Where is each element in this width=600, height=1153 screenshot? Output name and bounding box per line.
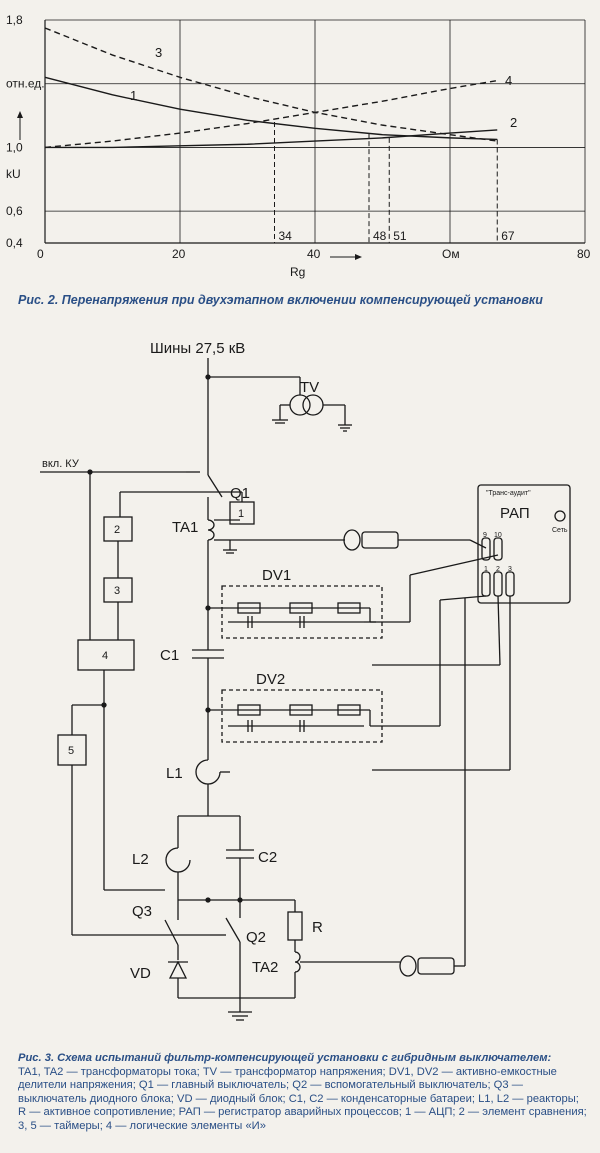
block-3-label: 3	[114, 585, 120, 597]
rap-input-3-label: 3	[508, 566, 512, 573]
ta1-label: TA1	[172, 519, 198, 536]
vd-label: VD	[130, 965, 151, 982]
q1-label: Q1	[230, 485, 250, 502]
voltage-divider-dv1	[221, 585, 383, 639]
x-tick-label-1: 20	[172, 247, 186, 261]
chart-grid	[44, 19, 586, 244]
x-tick-label-2: 40	[307, 247, 321, 261]
resistor-r	[287, 911, 303, 941]
rap-input-10	[493, 537, 503, 561]
diode-switch-q3	[164, 919, 179, 960]
r-label: R	[312, 919, 323, 936]
block-4-label: 4	[102, 650, 108, 662]
series-line-3	[44, 27, 498, 142]
dv1-label: DV1	[262, 567, 291, 584]
rap-brand: "Транс-аудит"	[486, 490, 531, 497]
rap-input-10-label: 10	[494, 532, 502, 539]
ta2-label: TA2	[252, 959, 278, 976]
c2-label: C2	[258, 849, 277, 866]
x-tick-label-0: 0	[37, 247, 44, 261]
chart-axes	[17, 20, 585, 260]
block-1-label: 1	[238, 508, 244, 520]
y-tick-label-1: 0,6	[6, 204, 23, 218]
l2-label: L2	[132, 851, 149, 868]
c1-label: C1	[160, 647, 179, 664]
chart-tick-labels: 0 20 40 Ом 80 0,4 0,6 1,0 отн.ед. 1,8	[6, 13, 591, 261]
bus-label: Шины 27,5 кВ	[150, 340, 245, 357]
x-axis-label: Rg	[290, 265, 305, 279]
series-label-4: 4	[505, 73, 512, 88]
test-circuit-schematic: Шины 27,5 кВ TV Q1 вкл. КУ TA1 1 2	[40, 340, 571, 1021]
chart-series: 1 2 3 4	[44, 27, 517, 149]
rap-input-9-label: 9	[483, 532, 487, 539]
capacitor-c1	[192, 649, 224, 659]
ta2-clamp-probe	[300, 598, 466, 977]
figure-3-caption-body: TA1, TA2 — трансформаторы тока; TV — тра…	[18, 1065, 587, 1132]
l1-label: L1	[166, 765, 183, 782]
capacitor-c2	[226, 849, 254, 859]
y-tick-label-4: 1,8	[6, 13, 23, 27]
voltage-divider-dv2	[221, 689, 383, 743]
y-axis-label: kU	[6, 167, 21, 181]
y-arrow-head	[17, 111, 23, 118]
x-tick-label-4: 80	[577, 247, 591, 261]
reactor-l1	[195, 759, 230, 785]
current-transformer-ta1	[207, 519, 215, 541]
dv2-label: DV2	[256, 671, 285, 688]
ta1-clamp-probe	[230, 529, 487, 551]
annotation-label-34: 34	[279, 229, 293, 243]
series-label-1: 1	[130, 88, 137, 103]
reactor-l2	[165, 847, 191, 873]
y-tick-label-2: 1,0	[6, 140, 23, 154]
rap-input-2	[493, 571, 503, 597]
x-arrow-head	[355, 254, 362, 260]
aux-switch-q2	[210, 917, 241, 998]
annotation-label-67: 67	[501, 229, 515, 243]
rap-input-9	[481, 537, 491, 561]
tv-label: TV	[300, 379, 319, 396]
figure-3-caption: Рис. 3. Схема испытаний фильтр-компенсир…	[18, 1052, 590, 1134]
series-label-3: 3	[155, 45, 162, 60]
main-switch-q1	[186, 471, 223, 520]
q3-label: Q3	[132, 903, 152, 920]
figure-2-caption: Рис. 2. Перенапряжения при двухэтапном в…	[18, 293, 543, 307]
rap-input-3	[505, 571, 515, 597]
q2-label: Q2	[246, 929, 266, 946]
y-tick-label-0: 0,4	[6, 236, 23, 250]
diode-block-vd	[168, 960, 188, 979]
chart-annotations: 34 48 51 67	[274, 121, 515, 243]
block-5-label: 5	[68, 745, 74, 757]
y-tick-label-3: отн.ед.	[6, 77, 45, 91]
rap-input-1-label: 1	[484, 566, 488, 573]
annotation-label-51: 51	[393, 229, 407, 243]
recorder-rap	[477, 484, 571, 604]
block-2-label: 2	[114, 524, 120, 536]
annotation-label-48: 48	[373, 229, 387, 243]
voltage-transformer-tv	[289, 394, 324, 416]
block-4-and-logic	[77, 639, 135, 671]
series-line-1	[44, 76, 498, 141]
current-transformer-ta2	[294, 951, 301, 973]
rap-label: РАП	[500, 505, 530, 522]
rap-input-2-label: 2	[496, 566, 500, 573]
figure-3-caption-title: Рис. 3. Схема испытаний фильтр-компенсир…	[18, 1052, 552, 1064]
rap-power-label: Сеть	[552, 527, 568, 534]
x-tick-label-3: Ом	[442, 247, 460, 261]
power-icon	[554, 510, 566, 522]
series-label-2: 2	[510, 115, 517, 130]
rap-input-1	[481, 571, 491, 597]
vkl-ku-label: вкл. КУ	[42, 458, 80, 470]
series-line-2	[45, 129, 498, 149]
